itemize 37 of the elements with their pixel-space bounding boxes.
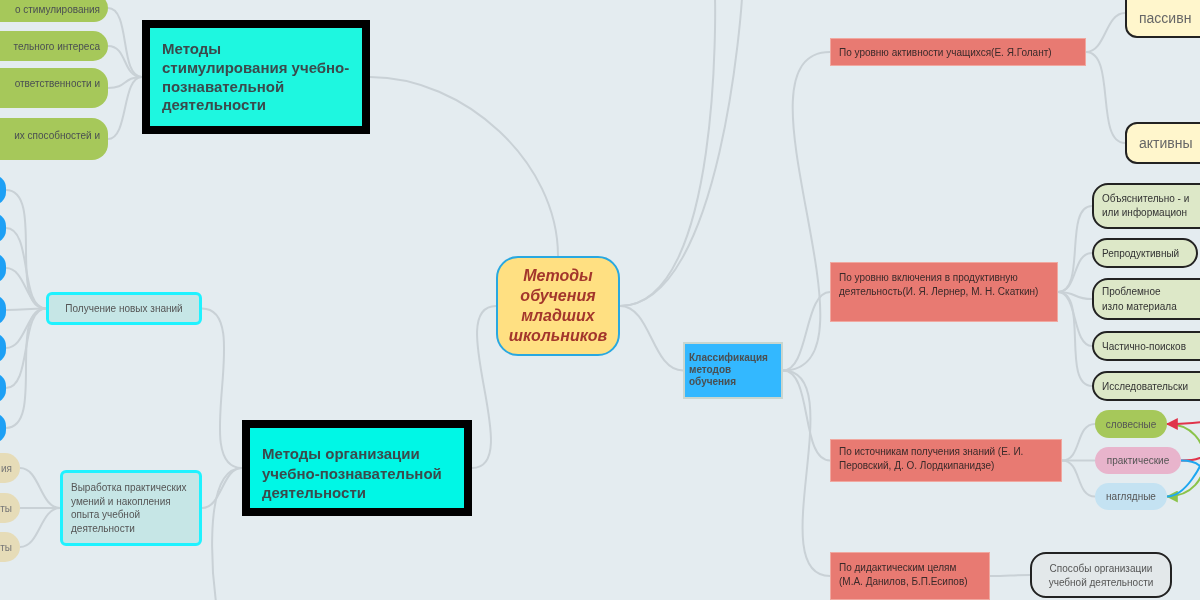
category-box: По дидактическим целям (М.А. Данилов, Б.П.Есипов) [830,552,990,600]
method-pill: Проблемное изло материала [1092,278,1200,320]
subtopic-box: пассивн [1125,0,1200,38]
topic-box: Методы организации учебно-познавательной деятельности [242,420,472,516]
topic-box: Методы стимулирования учебно-познавательной деятельности [142,20,370,134]
connector-line [211,467,243,600]
category-box: По источникам получения знаний (Е. И. Перовский, Д. О. Лордкипанидзе) [830,439,1062,482]
category-box: По уровню активности учащихся(Е. Я.Голант) [830,38,1086,66]
category-box: По уровню включения в продуктивную деятельность(И. Я. Лернер, М. Н. Скаткин) [830,262,1058,322]
subtopic-pill: ответственности и [0,68,108,108]
connector-line [1180,455,1200,462]
subtopic-pill: ты [0,532,20,562]
subtopic-pill: тельного интереса [0,31,108,61]
method-pill: Исследовательски [1092,371,1200,401]
subtopic-pill: Способы организации учебной деятельности [1030,552,1172,598]
source-pill: словесные [1095,410,1167,438]
source-pill: наглядные [1095,483,1167,510]
subtopic-pill: ия [0,453,20,483]
subtopic-pill: о стимулирования [0,0,108,22]
method-pill: Объяснительно - и или информацион [1092,183,1200,229]
connector-line [1085,51,1126,144]
subtopic-box: Классификация методов обучения [683,342,783,399]
subtopic-box: активны [1125,122,1200,164]
connector-line [19,507,61,548]
method-pill: Репродуктивный [1092,238,1198,268]
connector-line [471,305,497,469]
source-pill: практические [1095,447,1181,474]
subtopic-box: Получение новых знаний [46,292,202,325]
subtopic-pill: их способностей и [0,118,108,160]
connector-line [107,76,143,140]
central-topic-box: Методы обучения младших школьников [496,256,620,356]
connector-line [1061,423,1096,462]
connector-line [1061,459,1096,498]
connector-line [369,76,559,257]
subtopic-pill: ты [0,493,20,523]
subtopic-box: Выработка практических умений и накопления опыта учебной деятельности [60,470,202,546]
method-pill: Частично-поисков [1092,331,1200,361]
